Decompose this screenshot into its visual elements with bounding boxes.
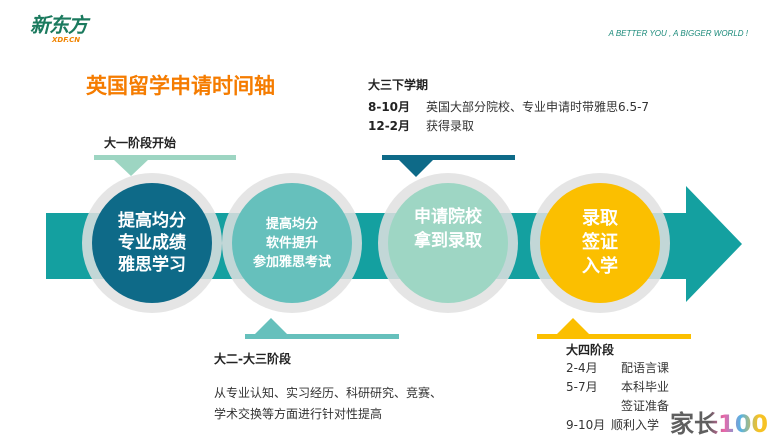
- circle-text: 参加雅思考试: [252, 254, 331, 270]
- stage3-row: 8-10月 英国大部分院校、专业申请时带雅思6.5-7: [368, 96, 649, 115]
- circle-stage4: 录取签证入学: [540, 183, 660, 303]
- stage1-label: 大一阶段开始: [104, 136, 177, 150]
- circle-text: 软件提升: [265, 235, 318, 251]
- row-text: 获得录取: [426, 119, 475, 133]
- period: 12-2月: [368, 119, 411, 133]
- stage4-row: 5-7月 本科毕业: [566, 378, 669, 395]
- circle-halo: 提高均分专业成绩雅思学习: [82, 173, 222, 313]
- row-text: 本科毕业: [621, 380, 670, 394]
- circle-text: 申请院校: [414, 207, 482, 227]
- stage4-pointer: [556, 318, 590, 335]
- stage4-bar: [537, 334, 691, 339]
- circle-text: 提高均分: [118, 211, 186, 231]
- period: 9-10月: [566, 418, 606, 432]
- watermark: 家长100: [670, 404, 768, 439]
- circle-text: 专业成绩: [118, 233, 186, 253]
- xdf-logo: 新东方 XDF.CN: [30, 14, 100, 48]
- logo-subtext: XDF.CN: [52, 36, 81, 44]
- circle-text: 入学: [582, 256, 618, 277]
- logo-text: 新东方: [30, 13, 88, 37]
- circle-halo: 提高均分软件提升参加雅思考试: [222, 173, 362, 313]
- period: 5-7月: [566, 380, 598, 394]
- row-text: 顺利入学: [611, 418, 660, 432]
- stage2-pointer: [254, 318, 288, 335]
- row-text: 英国大部分院校、专业申请时带雅思6.5-7: [426, 100, 650, 114]
- stage2-label: 大二-大三阶段: [214, 352, 291, 366]
- stage3-pointer: [398, 159, 434, 177]
- circle-text: 雅思学习: [118, 255, 186, 275]
- row-text: 配语言课: [621, 361, 670, 375]
- row-text: 签证准备: [621, 399, 670, 413]
- circle-text: 提高均分: [265, 216, 318, 232]
- watermark-text: 家长100: [670, 410, 768, 438]
- circle-halo: 录取签证入学: [530, 173, 670, 313]
- stage4-row: 签证准备: [566, 397, 669, 414]
- circle-text: 签证: [582, 232, 618, 253]
- circle-stage2: 提高均分软件提升参加雅思考试: [232, 183, 352, 303]
- stage3-label: 大三下学期: [368, 78, 429, 92]
- stage3-row: 12-2月 获得录取: [368, 115, 474, 134]
- stage4-row: 9-10月顺利入学: [566, 416, 659, 433]
- circle-stage3: 申请院校拿到录取: [388, 183, 508, 303]
- stage2-desc: 学术交换等方面进行针对性提高: [214, 407, 383, 421]
- stage2-desc: 从专业认知、实习经历、科研研究、竞赛、: [214, 386, 443, 400]
- stage3-bar: [382, 155, 515, 160]
- circle-text: 拿到录取: [414, 231, 482, 251]
- stage4-row: 2-4月 配语言课: [566, 359, 669, 376]
- period: 8-10月: [368, 100, 411, 114]
- stage1-pointer: [113, 159, 149, 176]
- page-title: 英国留学申请时间轴: [86, 74, 275, 98]
- circle-text: 录取: [582, 208, 618, 229]
- timeline-arrow-head: [686, 186, 742, 302]
- circle-halo: 申请院校拿到录取: [378, 173, 518, 313]
- slogan: A BETTER YOU , A BIGGER WORLD !: [608, 29, 748, 38]
- stage2-bar: [245, 334, 399, 339]
- stage4-label: 大四阶段: [566, 343, 615, 357]
- circle-stage1: 提高均分专业成绩雅思学习: [92, 183, 212, 303]
- period: 2-4月: [566, 361, 598, 375]
- stage1-bar: [94, 155, 236, 160]
